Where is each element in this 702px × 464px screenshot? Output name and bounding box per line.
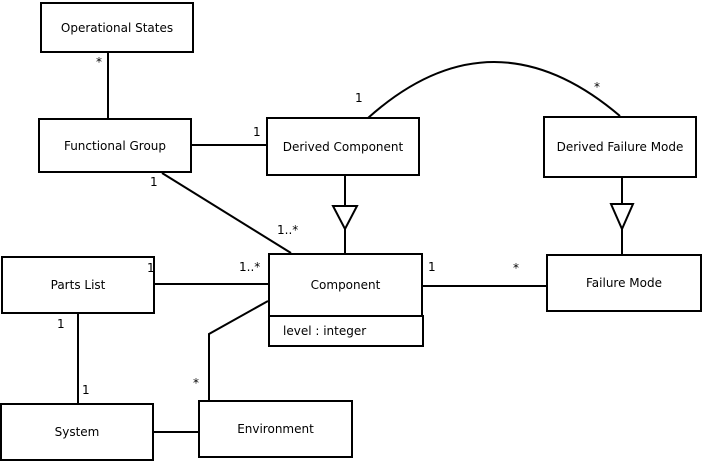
multiplicity-parts-list-end: 1	[147, 261, 155, 275]
multiplicity-derived-component-end: 1	[253, 125, 261, 139]
node-derived-failure-mode: Derived Failure Mode	[543, 116, 697, 178]
node-component: Component	[268, 253, 423, 317]
node-derived-component: Derived Component	[266, 117, 420, 176]
node-functional-group: Functional Group	[38, 118, 192, 173]
node-system: System	[0, 403, 154, 461]
generalization-derived-component-component	[331, 176, 359, 253]
node-label: Functional Group	[63, 138, 167, 153]
edge-functional-group-component	[161, 172, 292, 254]
multiplicity-failure-mode-end: *	[513, 261, 519, 275]
attribute-label: level : integer	[283, 324, 367, 338]
multiplicity-parts-list-system-top: 1	[57, 317, 65, 331]
edge-component-environment	[208, 300, 269, 400]
multiplicity-arc-derived-failure-mode-end: *	[594, 80, 600, 94]
generalization-derived-failure-mode-failure-mode	[609, 178, 635, 254]
edge-derived-component-derived-failure-mode-arc	[367, 61, 621, 119]
multiplicity-functional-group-end: 1	[150, 175, 158, 189]
multiplicity-parts-list-system-bottom: 1	[82, 383, 90, 397]
multiplicity-arc-derived-component-end: 1	[355, 91, 363, 105]
multiplicity-component-end-parts-list: 1..*	[239, 260, 261, 274]
hollow-triangle-arrow-icon	[609, 203, 635, 232]
node-label: Parts List	[50, 278, 106, 292]
multiplicity-operational-states: *	[96, 55, 102, 69]
node-label: Component	[310, 278, 381, 292]
multiplicity-component-end-failure-mode: 1	[428, 260, 436, 274]
hollow-triangle-arrow-icon	[331, 205, 359, 232]
node-component-attributes: level : integer	[268, 315, 424, 347]
node-label: Operational States	[60, 20, 174, 35]
node-label: Derived Failure Mode	[556, 140, 684, 154]
node-label: System	[54, 425, 100, 439]
node-parts-list: Parts List	[1, 256, 155, 314]
multiplicity-component-end-functional-group: 1..*	[277, 223, 299, 237]
node-operational-states: Operational States	[40, 2, 194, 53]
node-label: Failure Mode	[586, 276, 662, 290]
node-label: Derived Component	[282, 139, 404, 154]
multiplicity-environment-end: *	[193, 376, 199, 390]
node-environment: Environment	[198, 400, 353, 458]
node-label: Environment	[237, 422, 314, 436]
node-failure-mode: Failure Mode	[546, 254, 702, 312]
